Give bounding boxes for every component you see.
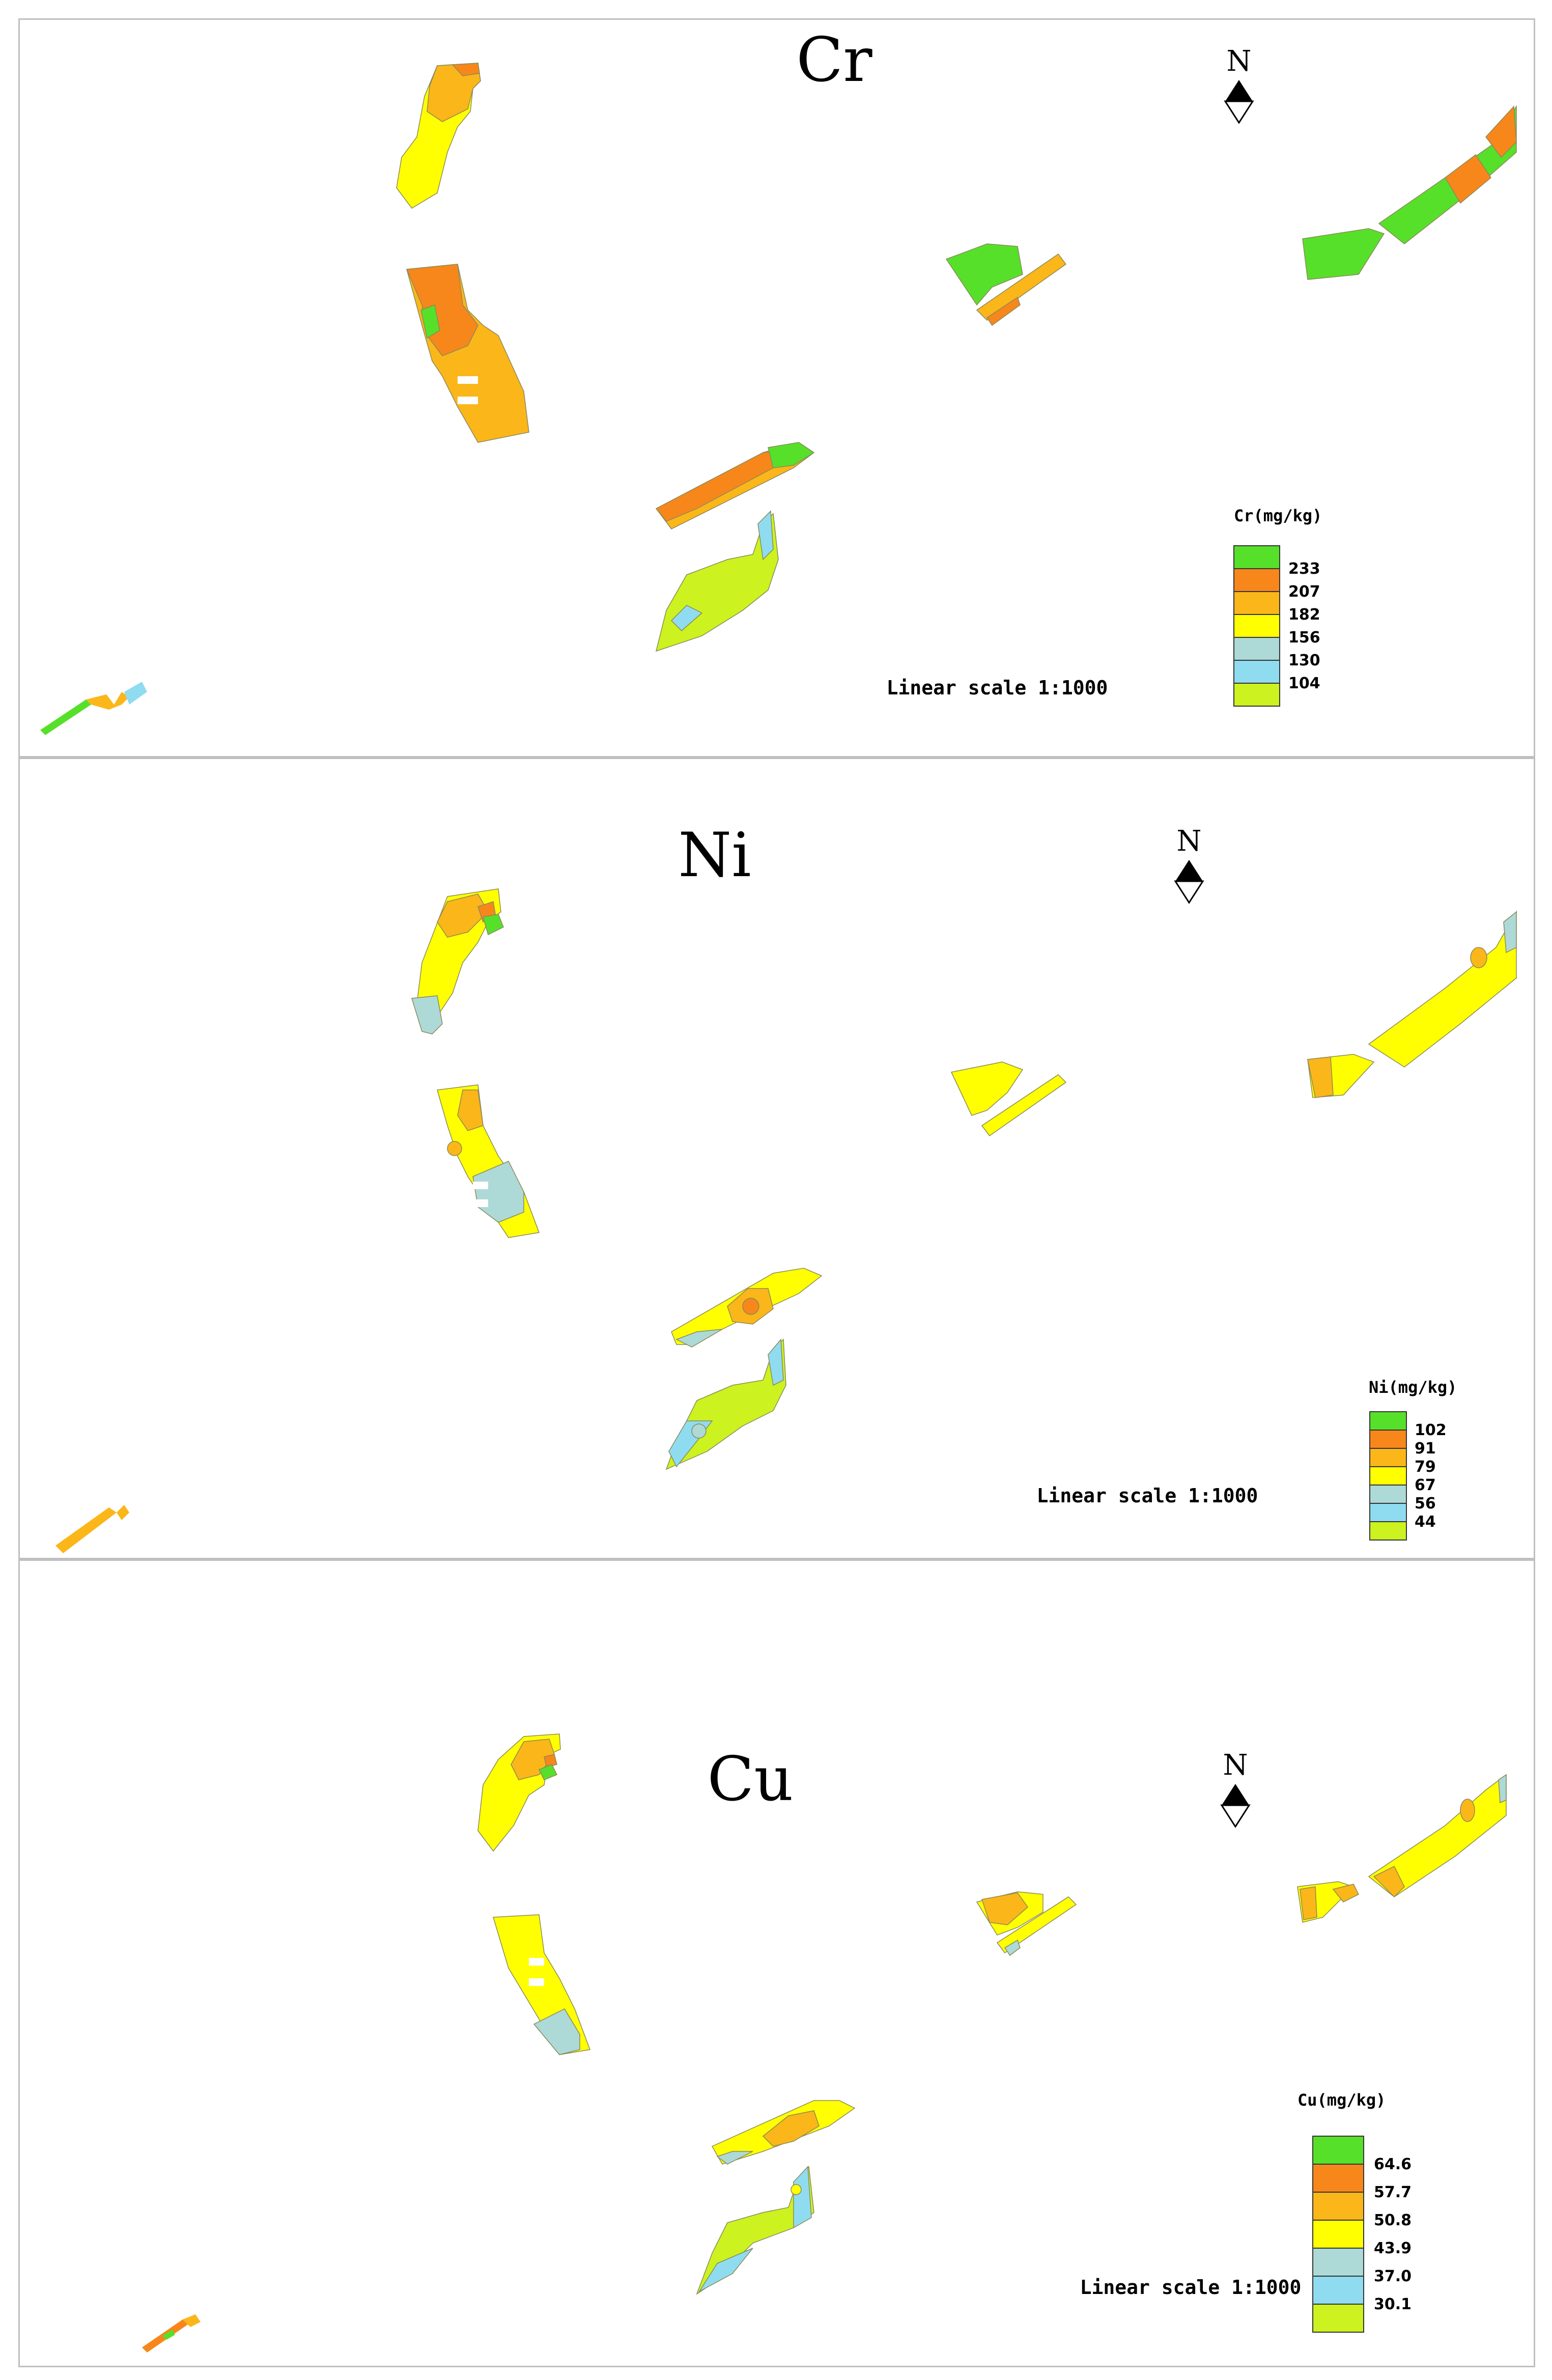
survey-plot	[655, 510, 779, 652]
north-arrow: N	[1220, 1749, 1251, 1828]
legend: Cu(mg/kg) 64.6 57.7 50.8 43.9 37.0 30.1	[1297, 2090, 1412, 2333]
legend-title: Ni(mg/kg)	[1369, 1378, 1457, 1397]
scale-label: Linear scale 1:1000	[1080, 2276, 1302, 2299]
legend-value: 156	[1288, 629, 1320, 647]
north-arrow-up-icon	[1225, 80, 1253, 101]
survey-plot	[945, 243, 1067, 326]
legend-swatch	[1233, 545, 1280, 569]
legend-swatch	[1369, 1430, 1407, 1449]
survey-plot	[1297, 1774, 1507, 1923]
legend-swatch	[1312, 2136, 1364, 2165]
map-title: Ni	[678, 820, 751, 891]
scale-label: Linear scale 1:1000	[1037, 1485, 1258, 1507]
legend-swatch	[1369, 1485, 1407, 1504]
survey-plot	[671, 1268, 823, 1348]
north-label: N	[1223, 1749, 1248, 1782]
legend-swatch	[1233, 660, 1280, 684]
north-arrow-down-icon	[1220, 1804, 1251, 1828]
legend-swatch	[1312, 2276, 1364, 2305]
legend-swatch	[1369, 1503, 1407, 1522]
legend-swatch	[1312, 2248, 1364, 2277]
survey-plot	[696, 2166, 814, 2295]
map-title: Cu	[707, 1744, 793, 1815]
legend-swatch	[1369, 1521, 1407, 1541]
legend-value: 67	[1415, 1476, 1436, 1494]
survey-plot	[950, 1061, 1067, 1137]
survey-plot	[437, 1084, 540, 1238]
legend-value: 43.9	[1374, 2239, 1412, 2257]
map-panel-cr: Cr N	[18, 18, 1535, 758]
survey-plot	[976, 1891, 1077, 1956]
north-label: N	[1227, 45, 1252, 78]
legend-value: 104	[1288, 675, 1320, 692]
legend-value: 233	[1288, 560, 1320, 578]
map-panel-cu: Cu N	[18, 1559, 1535, 2367]
legend-value: 44	[1415, 1513, 1436, 1531]
north-arrow-down-icon	[1174, 880, 1204, 904]
map-canvas-cr: Cr N	[40, 25, 1517, 735]
legend-value: 207	[1288, 583, 1320, 601]
legend-value: 102	[1415, 1421, 1447, 1439]
survey-plot	[396, 63, 481, 209]
north-arrow-down-icon	[1224, 100, 1254, 124]
legend: Ni(mg/kg) 102 91 79 67 56 44	[1369, 1378, 1457, 1541]
legend-swatch	[1233, 568, 1280, 592]
survey-plot	[142, 2314, 201, 2353]
scale-label: Linear scale 1:1000	[887, 677, 1108, 699]
north-label: N	[1177, 825, 1202, 858]
legend-value: 30.1	[1374, 2295, 1412, 2313]
survey-plot	[1302, 105, 1517, 280]
legend-swatch	[1369, 1448, 1407, 1467]
survey-plot	[711, 2100, 856, 2165]
legend-title: Cu(mg/kg)	[1297, 2090, 1386, 2110]
north-arrow-up-icon	[1222, 1784, 1249, 1805]
legend-value: 79	[1415, 1458, 1436, 1476]
legend-swatch	[1312, 2304, 1364, 2333]
map-panel-ni: Ni N	[18, 758, 1535, 1559]
legend-swatch	[1369, 1411, 1407, 1431]
legend-swatch	[1233, 637, 1280, 661]
survey-plot	[493, 1914, 591, 2055]
map-canvas-ni: Ni N	[55, 820, 1517, 1553]
survey-plot	[55, 1505, 129, 1553]
survey-plot	[406, 264, 529, 443]
north-arrow-up-icon	[1175, 860, 1203, 881]
survey-plot	[665, 1338, 786, 1470]
legend-swatch	[1369, 1466, 1407, 1486]
map-canvas-cu: Cu N	[142, 1733, 1507, 2353]
legend-swatch	[1233, 683, 1280, 707]
legend: Cr(mg/kg) 233 207 182 156 130 104	[1233, 506, 1322, 707]
legend-value: 64.6	[1374, 2155, 1412, 2173]
survey-plot	[655, 442, 815, 529]
north-arrow: N	[1174, 825, 1204, 904]
north-arrow: N	[1224, 45, 1254, 124]
legend-title: Cr(mg/kg)	[1234, 506, 1322, 525]
legend-value: 91	[1415, 1440, 1436, 1458]
legend-value: 56	[1415, 1495, 1436, 1513]
survey-plot	[40, 682, 147, 735]
legend-swatch	[1233, 591, 1280, 615]
survey-plot	[411, 888, 504, 1034]
legend-value: 50.8	[1374, 2211, 1412, 2229]
legend-value: 57.7	[1374, 2183, 1412, 2201]
survey-plot	[1307, 910, 1517, 1098]
legend-swatch	[1312, 2192, 1364, 2221]
legend-swatch	[1312, 2220, 1364, 2249]
legend-value: 37.0	[1374, 2267, 1412, 2285]
survey-plot	[477, 1733, 561, 1852]
map-title: Cr	[796, 25, 872, 96]
legend-swatch	[1233, 614, 1280, 638]
legend-value: 182	[1288, 606, 1320, 624]
legend-value: 130	[1288, 652, 1320, 669]
legend-swatch	[1312, 2164, 1364, 2193]
